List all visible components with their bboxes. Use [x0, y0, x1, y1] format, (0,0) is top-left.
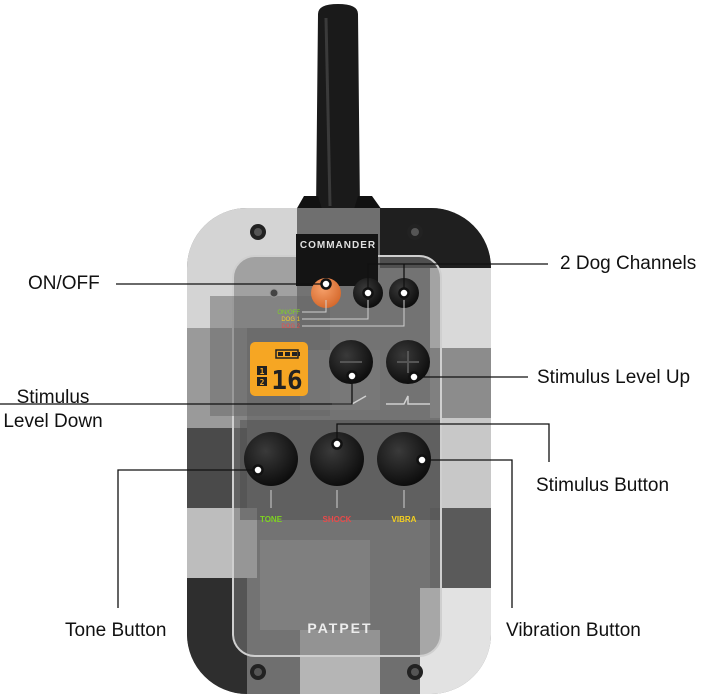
- power-button[interactable]: [311, 278, 341, 308]
- display-channel-1: 1: [260, 367, 265, 376]
- callout-stimulus-level-down: Stimulus Level Down: [0, 386, 106, 434]
- plus-icon: [397, 351, 419, 373]
- vibration-button[interactable]: [377, 432, 431, 486]
- tone-button-label: TONE: [260, 515, 283, 524]
- legend-dog2: DOG 2: [281, 324, 300, 330]
- legend-dog1: DOG 1: [281, 317, 300, 323]
- tone-button[interactable]: [244, 432, 298, 486]
- vibra-button-label: VIBRA: [392, 515, 417, 524]
- lcd-display: 1 2 16: [250, 342, 308, 396]
- stimulus-button[interactable]: [310, 432, 364, 486]
- shock-button-label: SHOCK: [323, 515, 352, 524]
- callout-stimulus-level-down-line2: Level Down: [3, 411, 103, 432]
- callout-vibration-button: Vibration Button: [506, 620, 641, 641]
- callout-points: [252, 278, 428, 476]
- callout-stimulus-level-up: Stimulus Level Up: [537, 367, 691, 388]
- screw-icon: [250, 224, 423, 680]
- led-indicator-icon: [269, 288, 279, 298]
- legend-on-off: ON/OFF: [277, 310, 300, 316]
- callout-stimulus-level-down-line1: Stimulus: [16, 387, 90, 408]
- top-strip: [296, 234, 378, 286]
- callout-lines: [0, 263, 550, 608]
- brand-bottom: PATPET: [307, 620, 372, 636]
- display-channel-2: 2: [260, 378, 265, 387]
- display-level: 16: [271, 366, 302, 396]
- callout-tone-button: Tone Button: [65, 620, 167, 641]
- callout-dog-channels: 2 Dog Channels: [560, 253, 697, 274]
- antenna-icon: [292, 4, 386, 236]
- callout-on-off: ON/OFF: [28, 273, 100, 294]
- callout-stimulus-button: Stimulus Button: [536, 475, 670, 496]
- brand-top: COMMANDER: [300, 240, 376, 251]
